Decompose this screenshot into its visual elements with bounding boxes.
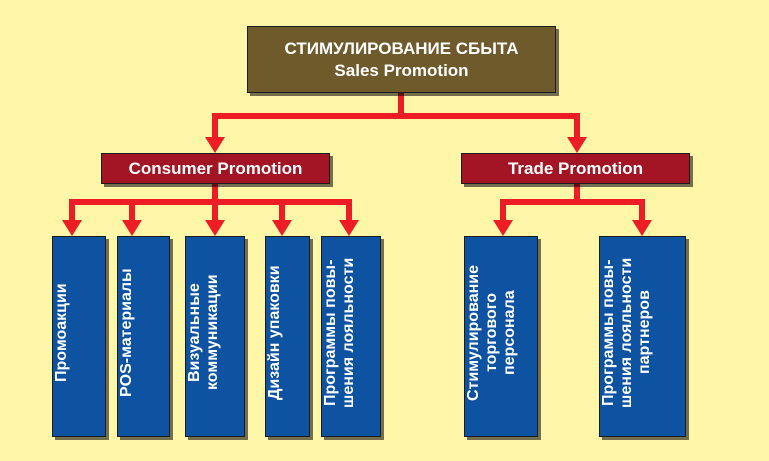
- category-consumer-promotion: Consumer Promotion: [101, 153, 330, 184]
- arrowhead: [205, 220, 225, 236]
- leaf-line: Промоакции: [53, 283, 70, 382]
- arrowhead: [632, 220, 652, 236]
- leaf-line: партнеров: [636, 290, 653, 375]
- leaf-loyalty-programs: Программы повы- шения лояльности: [321, 236, 381, 437]
- arrowhead: [567, 137, 587, 153]
- leaf-package-design: Дизайн упаковки: [265, 236, 310, 437]
- leaf-line: Программы повы-: [600, 259, 617, 406]
- leaf-partner-loyalty-programs: Программы повы- шения лояльности партнер…: [599, 236, 686, 437]
- leaf-line: персонала: [501, 290, 518, 375]
- category-label: Consumer Promotion: [128, 158, 303, 178]
- arrowhead: [493, 220, 513, 236]
- leaf-line: торгового: [483, 292, 500, 373]
- leaf-pos-materials: POS-материалы: [117, 236, 170, 437]
- arrowhead: [339, 220, 359, 236]
- category-trade-promotion: Trade Promotion: [461, 153, 690, 184]
- root-title-ru: СТИМУЛИРОВАНИЕ СБЫТА: [284, 38, 519, 58]
- category-label: Trade Promotion: [507, 158, 644, 178]
- leaf-line: шения лояльности: [618, 257, 635, 408]
- leaf-line: Дизайн упаковки: [266, 265, 283, 400]
- leaf-line: коммуникации: [204, 274, 221, 391]
- leaf-line: шения лояльности: [340, 257, 357, 408]
- root-node: СТИМУЛИРОВАНИЕ СБЫТА Sales Promotion: [247, 26, 556, 93]
- arrowhead: [205, 137, 225, 153]
- leaf-line: Программы повы-: [322, 259, 339, 406]
- arrowhead: [122, 220, 142, 236]
- root-title-en: Sales Promotion: [334, 60, 469, 80]
- leaf-line: Стимулирование: [465, 264, 482, 401]
- arrowhead: [62, 220, 82, 236]
- leaf-visual-communications: Визуальные коммуникации: [185, 236, 245, 437]
- leaf-line: Визуальные: [186, 283, 203, 382]
- arrowhead: [272, 220, 292, 236]
- leaf-sales-staff-incentives: Стимулирование торгового персонала: [464, 236, 538, 437]
- leaf-line: POS-материалы: [118, 268, 135, 397]
- leaf-promo-actions: Промоакции: [52, 236, 106, 437]
